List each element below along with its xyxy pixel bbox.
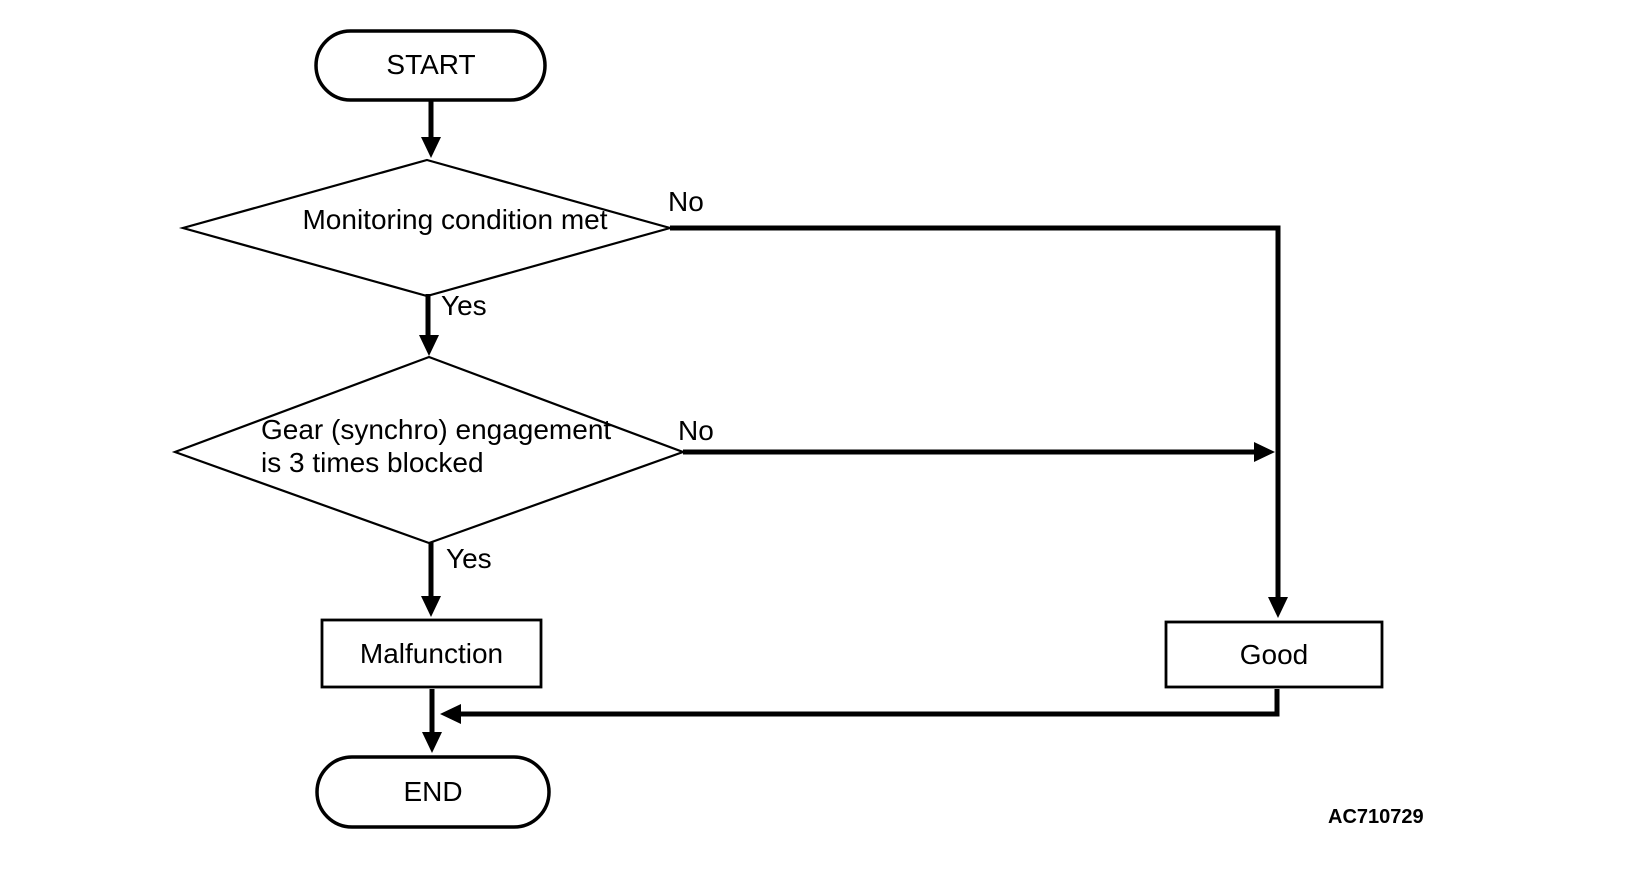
end-node-label: END [403, 775, 463, 807]
gear-decision-label-line1: Gear (synchro) engagement [261, 414, 612, 445]
good-node-label: Good [1239, 638, 1309, 670]
connector-monitoring-no [670, 225, 1281, 599]
gear-no-label: No [678, 415, 714, 446]
arrowhead-into-malfunction [421, 596, 441, 617]
arrowhead-into-end [422, 732, 442, 753]
arrowhead-merge-left [440, 704, 461, 724]
start-terminator-shape [314, 29, 547, 102]
gear-yes-label: Yes [446, 543, 492, 574]
monitoring-decision-label: Monitoring condition met [302, 204, 608, 235]
start-node-label: START [386, 49, 476, 80]
arrowhead-into-gear [419, 335, 439, 356]
gear-decision-label-line2: is 3 times blocked [261, 447, 484, 478]
arrowhead-gear-no [1254, 442, 1275, 462]
good-process-shape [1164, 620, 1384, 689]
arrowhead-into-good [1268, 597, 1288, 618]
figure-code-label: AC710729 [1328, 806, 1424, 828]
malfunction-process-shape [320, 618, 543, 689]
gear-decision-label: Gear (synchro) engagement is 3 times blo… [261, 413, 611, 479]
end-terminator-shape [315, 755, 551, 829]
malfunction-node-label: Malfunction [359, 637, 504, 669]
arrowhead-into-monitoring [421, 137, 441, 158]
monitoring-yes-label: Yes [441, 290, 487, 321]
monitoring-no-label: No [668, 186, 704, 217]
connector-good-to-merge [459, 689, 1280, 717]
